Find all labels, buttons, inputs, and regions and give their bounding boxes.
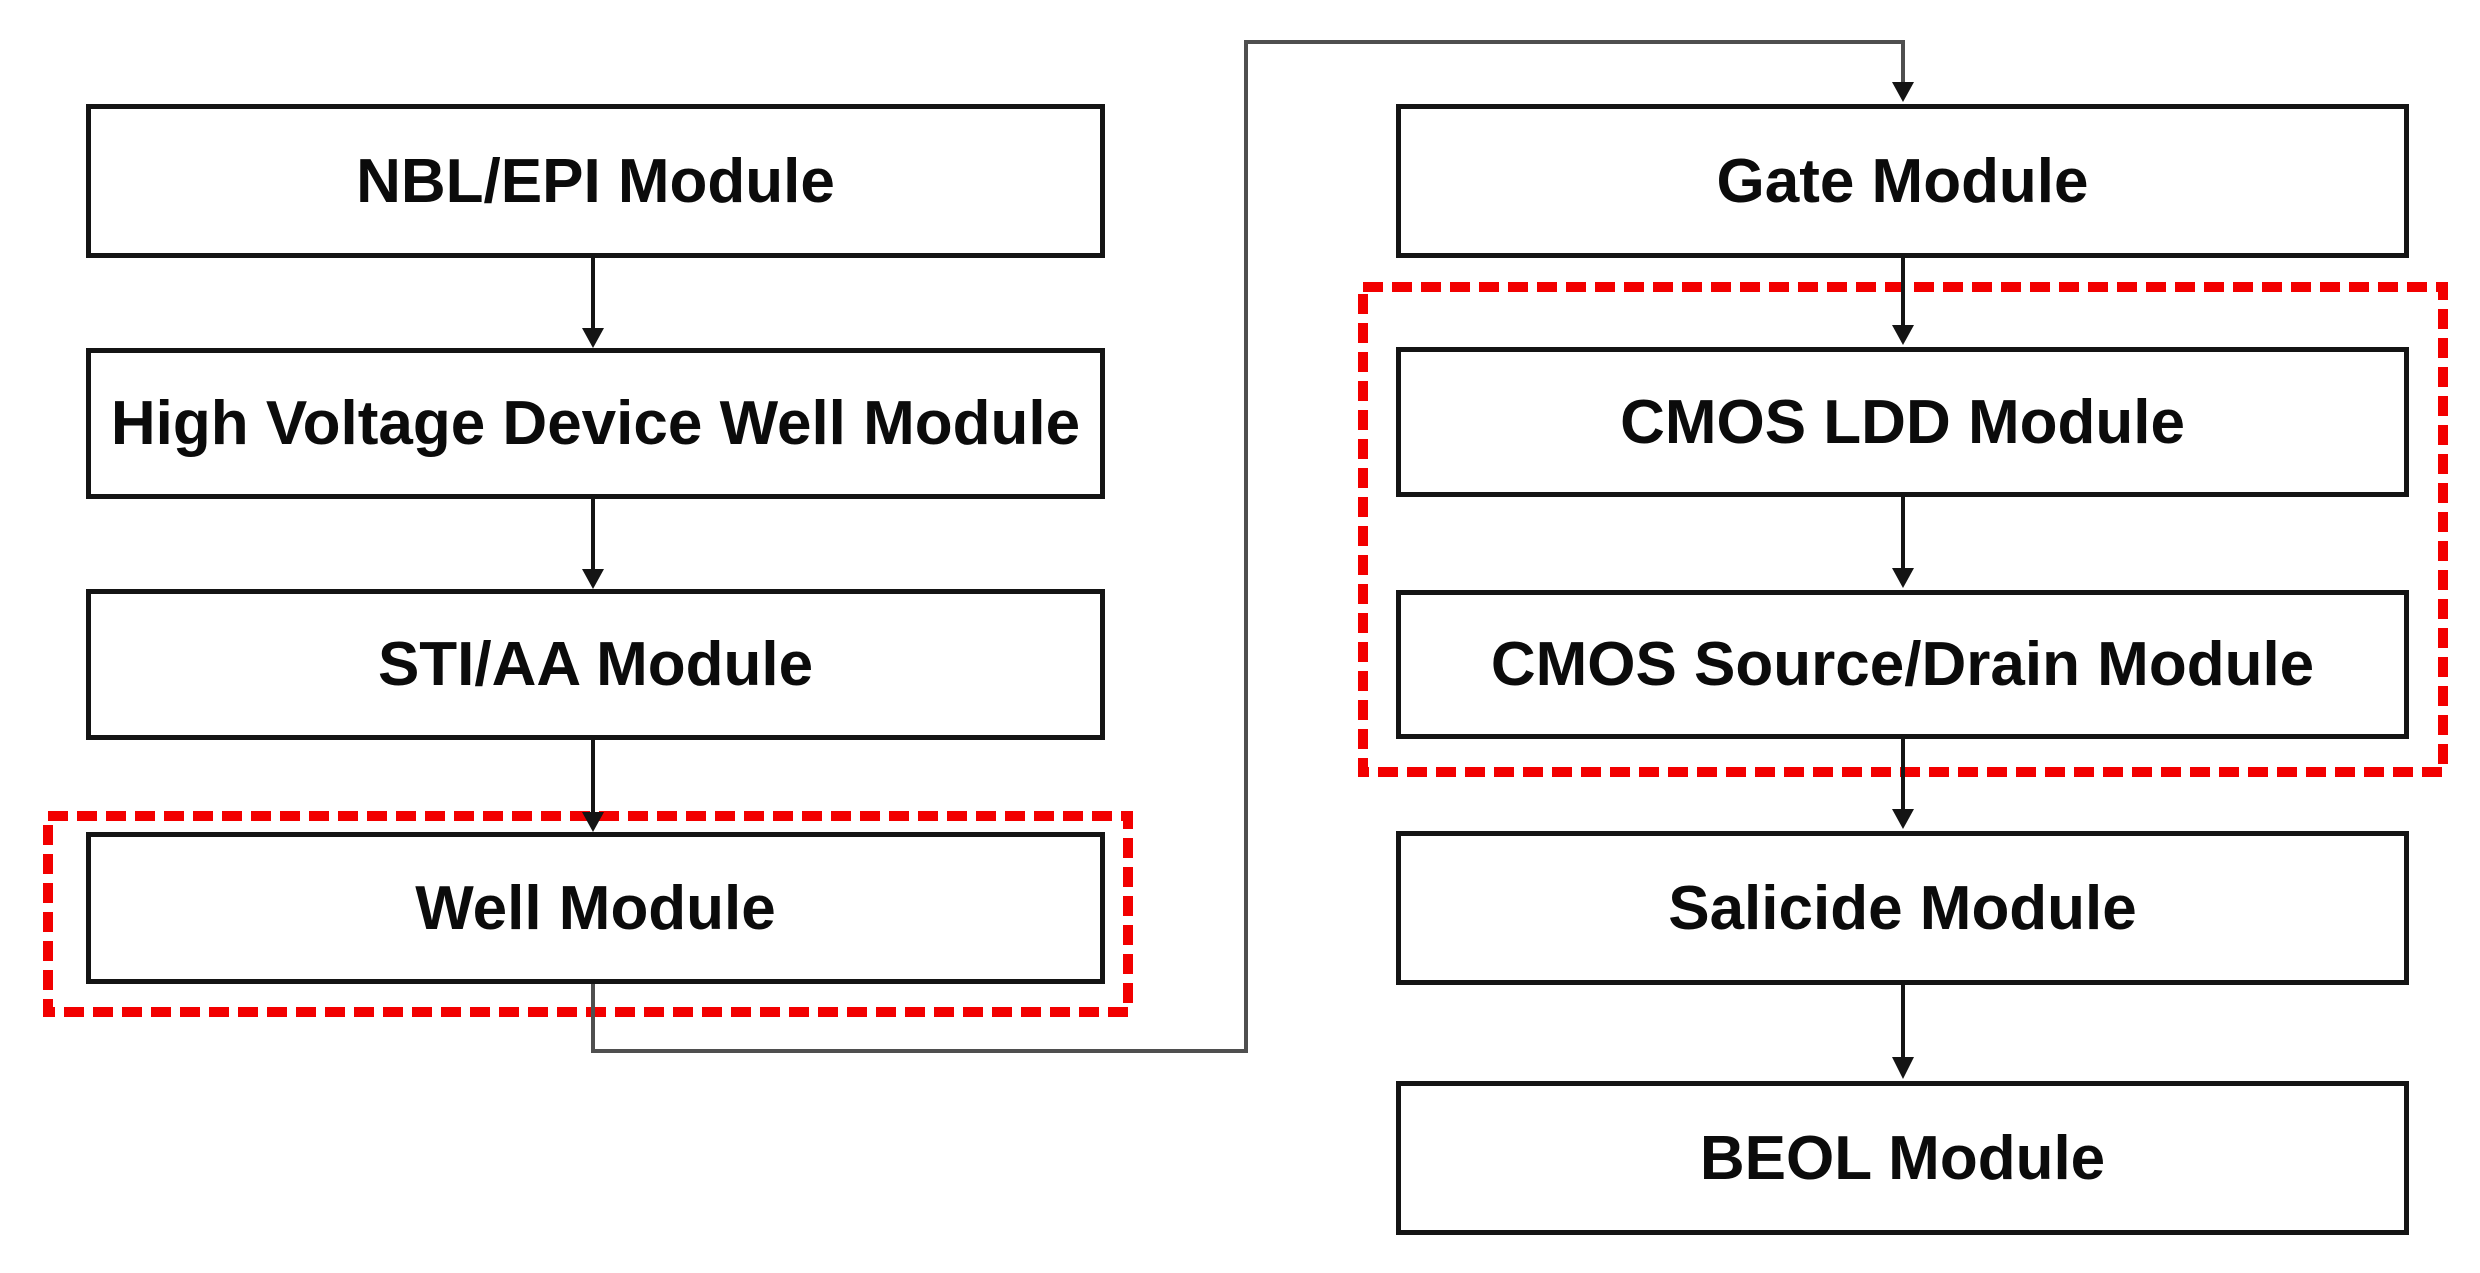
module-label-cmos-sd: CMOS Source/Drain Module bbox=[1490, 630, 2315, 699]
arrowhead-gate-to-ldd bbox=[1892, 325, 1914, 345]
arrowhead-sd-to-salicide bbox=[1892, 809, 1914, 829]
module-label-well: Well Module bbox=[415, 873, 776, 943]
module-box-well: Well Module bbox=[86, 832, 1105, 984]
connector-well-to-gate bbox=[591, 40, 1905, 1053]
arrowhead-salicide-to-beol bbox=[1892, 1057, 1914, 1079]
module-label-hv-well: High Voltage Device Well Module bbox=[110, 389, 1081, 458]
module-box-hv-well: High Voltage Device Well Module bbox=[86, 348, 1105, 499]
module-box-beol: BEOL Module bbox=[1396, 1081, 2409, 1235]
module-label-sti-aa: STI/AA Module bbox=[377, 630, 814, 699]
arrowhead-well-to-gate bbox=[1892, 82, 1914, 102]
arrowhead-hv-to-sti bbox=[582, 569, 604, 589]
module-label-cmos-ldd: CMOS LDD Module bbox=[1620, 387, 2185, 457]
module-label-beol: BEOL Module bbox=[1699, 1123, 2106, 1193]
module-label-gate: Gate Module bbox=[1716, 146, 2089, 216]
module-box-gate: Gate Module bbox=[1396, 104, 2409, 258]
module-box-sti-aa: STI/AA Module bbox=[86, 589, 1105, 740]
module-box-cmos-sd: CMOS Source/Drain Module bbox=[1396, 590, 2409, 739]
arrowhead-ldd-to-sd bbox=[1892, 568, 1914, 588]
module-box-salicide: Salicide Module bbox=[1396, 831, 2409, 985]
module-box-cmos-ldd: CMOS LDD Module bbox=[1396, 347, 2409, 497]
module-label-salicide: Salicide Module bbox=[1668, 873, 2137, 943]
module-label-nbl-epi: NBL/EPI Module bbox=[356, 146, 835, 216]
arrowhead-nbl-to-hv bbox=[582, 328, 604, 348]
module-box-nbl-epi: NBL/EPI Module bbox=[86, 104, 1105, 258]
arrowhead-sti-to-well bbox=[582, 812, 604, 832]
